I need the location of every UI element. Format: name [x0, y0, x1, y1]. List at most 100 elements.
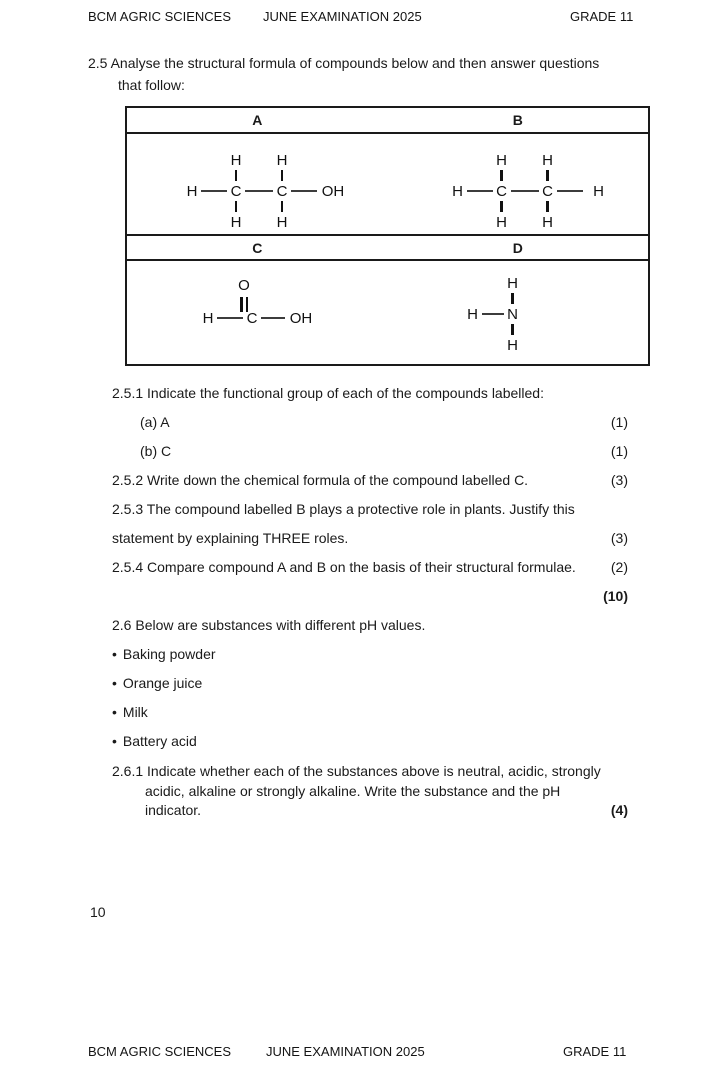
question-2-5-line2: that follow: — [118, 77, 185, 93]
atom-h: H — [496, 151, 507, 169]
compound-label-c: C — [252, 239, 263, 256]
atom-h: H — [496, 213, 507, 231]
footer-subject: BCM AGRIC SCIENCES — [88, 1044, 232, 1059]
atom-oh: OH — [321, 182, 345, 200]
atom-h: H — [276, 213, 288, 231]
compound-label-b: B — [512, 112, 523, 128]
compound-table-body-ab: H H H C C OH H H — [127, 134, 648, 234]
mark-allocation: (3) — [610, 530, 628, 546]
single-bond-horizontal — [466, 190, 493, 192]
question-2-5-3-line1: 2.5.3 The compound labelled B plays a pr… — [88, 501, 628, 517]
question-text: 2.5.4 Compare compound A and B on the ba… — [112, 559, 576, 575]
footer-exam-title: JUNE EXAMINATION 2025 — [266, 1044, 425, 1059]
question-text: 2.5.3 The compound labelled B plays a pr… — [112, 501, 575, 517]
atom-c: C — [276, 182, 288, 200]
mark-allocation: (3) — [610, 472, 628, 488]
substance-label: Milk — [122, 704, 148, 720]
single-bond-vertical — [500, 170, 503, 181]
atom-h: H — [452, 182, 463, 200]
question-text: indicator. — [145, 802, 202, 818]
compound-label-d: D — [512, 239, 523, 256]
single-bond-horizontal — [481, 313, 504, 315]
substance-label: Baking powder — [122, 646, 216, 662]
compound-label-a: A — [252, 112, 263, 128]
question-text: 2.5.1 Indicate the functional group of e… — [112, 385, 544, 401]
question-text: 2.5.2 Write down the chemical formula of… — [112, 472, 529, 488]
substance-item-battery-acid: •Battery acid — [88, 733, 628, 749]
single-bond-horizontal — [245, 190, 273, 192]
single-bond-horizontal — [217, 317, 243, 319]
compound-table: A B H H H C C OH — [125, 106, 650, 366]
atom-h: H — [230, 213, 242, 231]
question-2-5-subtotal: (10) — [88, 588, 628, 604]
question-2-6-1-line2: acidic, alkaline or strongly alkaline. W… — [88, 783, 628, 799]
atom-h: H — [202, 309, 214, 327]
mark-allocation: (1) — [610, 414, 628, 430]
question-2-6: 2.6 Below are substances with different … — [88, 617, 628, 633]
question-text: 2.6 Below are substances with different … — [112, 617, 426, 633]
structure-b-ethane: H H H C C H H H — [451, 152, 613, 230]
header-exam-title: JUNE EXAMINATION 2025 — [263, 9, 422, 24]
structure-d-ammonia: H H N H — [466, 275, 520, 353]
question-text: acidic, alkaline or strongly alkaline. W… — [145, 783, 561, 799]
question-2-5: 2.5 Analyse the structural formula of co… — [88, 52, 633, 96]
atom-h: H — [542, 151, 553, 169]
page-number: 10 — [90, 904, 106, 920]
question-2-6-1-line3: indicator. (4) — [88, 802, 628, 818]
compound-cell-b: H H H C C H H H — [388, 134, 649, 234]
header-subject: BCM AGRIC SCIENCES — [88, 9, 232, 24]
atom-c: C — [542, 182, 553, 200]
single-bond-vertical — [511, 324, 514, 335]
footer-grade: GRADE 11 — [563, 1044, 627, 1059]
compound-table-body-cd: O H C OH H H N H — [127, 261, 648, 364]
substance-label: Battery acid — [122, 733, 197, 749]
atom-oh: OH — [289, 309, 313, 327]
single-bond-vertical — [234, 201, 238, 212]
single-bond-horizontal — [201, 190, 227, 192]
single-bond-horizontal — [510, 190, 539, 192]
single-bond-horizontal — [556, 190, 583, 192]
mark-allocation: (4) — [610, 802, 628, 818]
atom-h: H — [507, 274, 518, 292]
question-2-6-1-line1: 2.6.1 Indicate whether each of the subst… — [88, 763, 628, 779]
question-2-5-4: 2.5.4 Compare compound A and B on the ba… — [88, 559, 628, 575]
compound-table-header-cd: C D — [127, 234, 648, 261]
substance-label: Orange juice — [122, 675, 203, 691]
question-2-5-3-line2: statement by explaining THREE roles. (3) — [88, 530, 628, 546]
question-2-5-1-a: (a) A (1) — [88, 414, 628, 430]
subtotal-marks: (10) — [603, 588, 628, 604]
compound-table-header-ab: A B — [127, 108, 648, 134]
single-bond-vertical — [280, 170, 284, 181]
mark-allocation: (1) — [610, 443, 628, 459]
single-bond-vertical — [511, 293, 514, 304]
header-grade: GRADE 11 — [570, 9, 634, 24]
question-text: (b) C — [140, 443, 172, 459]
single-bond-horizontal — [261, 317, 285, 319]
atom-c: C — [246, 309, 258, 327]
question-text: 2.6.1 Indicate whether each of the subst… — [112, 763, 601, 779]
atom-h: H — [230, 151, 242, 169]
question-2-5-2: 2.5.2 Write down the chemical formula of… — [88, 472, 628, 488]
substance-item-milk: • Milk — [88, 704, 628, 720]
single-bond-horizontal — [291, 190, 317, 192]
question-2-5-1-b: (b) C (1) — [88, 443, 628, 459]
mark-allocation: (2) — [610, 559, 628, 575]
atom-c: C — [230, 182, 242, 200]
atom-n: N — [507, 305, 518, 323]
bullet-icon: • — [112, 675, 117, 691]
atom-h: H — [542, 213, 553, 231]
question-text: statement by explaining THREE roles. — [112, 530, 349, 546]
atom-h: H — [593, 182, 604, 200]
substance-item-orange-juice: • Orange juice — [88, 675, 628, 691]
bullet-icon: • — [112, 646, 117, 662]
double-bond-vertical — [240, 297, 248, 312]
structure-a-ethanol: H H H C C OH H H — [185, 152, 347, 230]
structure-c-methanoic-acid: O H C OH — [201, 277, 315, 327]
single-bond-vertical — [546, 201, 549, 212]
single-bond-vertical — [546, 170, 549, 181]
atom-c: C — [496, 182, 507, 200]
single-bond-vertical — [234, 170, 238, 181]
atom-h: H — [507, 336, 518, 354]
bullet-icon: • — [112, 704, 117, 720]
